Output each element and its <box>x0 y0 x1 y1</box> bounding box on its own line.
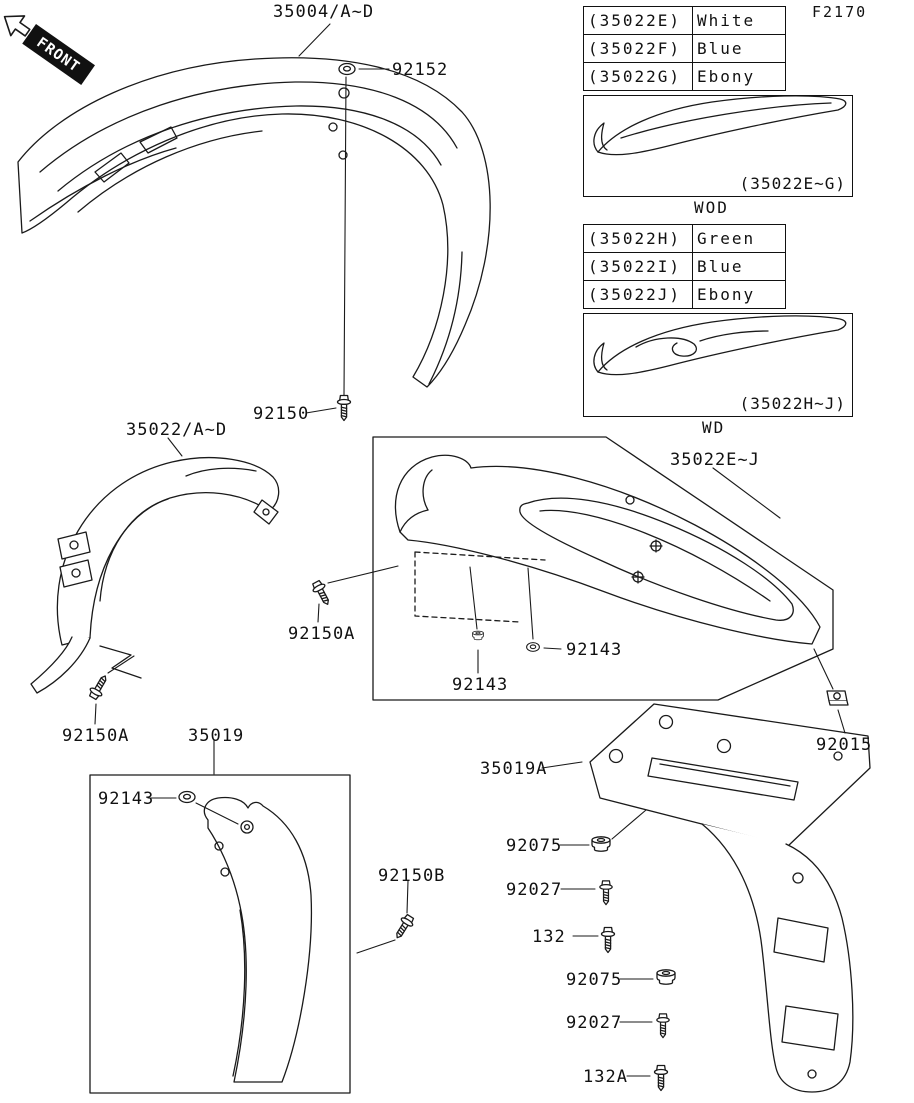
clip-92015-icon <box>826 690 849 706</box>
callout-screw-132a: 132A <box>583 1067 628 1087</box>
leader-lines <box>94 23 846 1077</box>
screw-132-icon <box>600 926 616 954</box>
table-row: (35022H) Green <box>583 224 786 253</box>
callout-bracket: 35019A <box>480 759 548 779</box>
screw-132a-icon <box>653 1064 669 1092</box>
box-caption-eg: (35022E~G) <box>739 174 846 193</box>
callout-front-fender: 35004/A~D <box>273 2 375 22</box>
side-cover-eg-drawing <box>593 95 847 156</box>
side-cover-box-hj: (35022H~J) <box>583 313 853 417</box>
fasteners <box>86 62 849 1092</box>
callout-screw-132: 132 <box>532 927 566 947</box>
mud-flap-frame <box>89 774 351 1094</box>
callout-inner-fender: 35022/A~D <box>126 420 228 440</box>
bolt-92027-upper-icon <box>599 880 613 906</box>
part-number-cell: (35022E) <box>583 6 693 35</box>
rear-fender-drawing <box>372 436 834 701</box>
box-caption-hj: (35022H~J) <box>739 394 846 413</box>
mud-flap-drawing <box>89 774 351 1094</box>
inner-fender-drawing <box>30 457 280 694</box>
table-row: (35022F) Blue <box>583 34 786 63</box>
part-number-cell: (35022I) <box>583 252 693 281</box>
table-row: (35022G) Ebony <box>583 62 786 91</box>
part-number-cell: (35022H) <box>583 224 693 253</box>
color-name-cell: Green <box>692 224 786 253</box>
callout-damper-92075-lower: 92075 <box>566 970 623 990</box>
damper-92075-lower-icon <box>656 969 676 985</box>
callout-washer-92152: 92152 <box>392 60 449 80</box>
washer-92152-icon <box>338 62 356 76</box>
bolt-92150-icon <box>336 394 352 422</box>
color-table-eg: (35022E) White (35022F) Blue (35022G) Eb… <box>583 6 786 91</box>
damper-92075-upper-icon <box>591 836 611 852</box>
callout-clip-92015: 92015 <box>816 735 873 755</box>
callout-bolt-92150a-lower: 92150A <box>62 726 130 746</box>
color-name-cell: White <box>692 6 786 35</box>
callout-damper-92075-upper: 92075 <box>506 836 563 856</box>
callout-mud-flap: 35019 <box>188 726 245 746</box>
bolt-92150a-upper-icon <box>309 578 335 609</box>
bolt-92150b-icon <box>391 912 417 942</box>
callout-washer-92143-flap: 92143 <box>98 789 155 809</box>
part-number-cell: (35022F) <box>583 34 693 63</box>
side-cover-hj-drawing <box>593 315 847 376</box>
front-direction-marker: FRONT <box>3 15 95 85</box>
color-name-cell: Blue <box>692 34 786 63</box>
damper-92143-center-icon <box>472 630 484 641</box>
front-fender-drawing <box>17 57 491 388</box>
table-row: (35022I) Blue <box>583 252 786 281</box>
callout-grommet-92143-right: 92143 <box>566 640 623 660</box>
color-name-cell: Ebony <box>692 62 786 91</box>
part-number-cell: (35022J) <box>583 280 693 309</box>
color-name-cell: Blue <box>692 252 786 281</box>
bracket-drawing <box>589 703 871 1093</box>
front-arrow-icon <box>3 15 31 37</box>
figure-code: F2170 <box>812 3 868 21</box>
side-cover-box-eg: (35022E~G) <box>583 95 853 197</box>
table-row: (35022J) Ebony <box>583 280 786 309</box>
rear-fender-frame <box>372 436 834 701</box>
box-footnote-wod: WOD <box>694 198 729 217</box>
callout-rear-fender: 35022E~J <box>670 450 760 470</box>
callout-bolt-92027-upper: 92027 <box>506 880 563 900</box>
grommet-92143-icon <box>526 642 540 652</box>
color-name-cell: Ebony <box>692 280 786 309</box>
callout-damper-92143-center: 92143 <box>452 675 509 695</box>
callout-bolt-92150a-upper: 92150A <box>288 624 356 644</box>
bolt-92027-lower-icon <box>656 1013 670 1039</box>
callout-bolt-92150: 92150 <box>253 404 310 424</box>
table-row: (35022E) White <box>583 6 786 35</box>
color-table-hj: (35022H) Green (35022I) Blue (35022J) Eb… <box>583 224 786 309</box>
part-number-cell: (35022G) <box>583 62 693 91</box>
bolt-92150a-lower-icon <box>86 672 112 702</box>
washer-92143-flap-icon <box>178 790 196 804</box>
callout-bolt-92027-lower: 92027 <box>566 1013 623 1033</box>
callout-bolt-92150b: 92150B <box>378 866 446 886</box>
box-footnote-wd: WD <box>702 418 726 437</box>
